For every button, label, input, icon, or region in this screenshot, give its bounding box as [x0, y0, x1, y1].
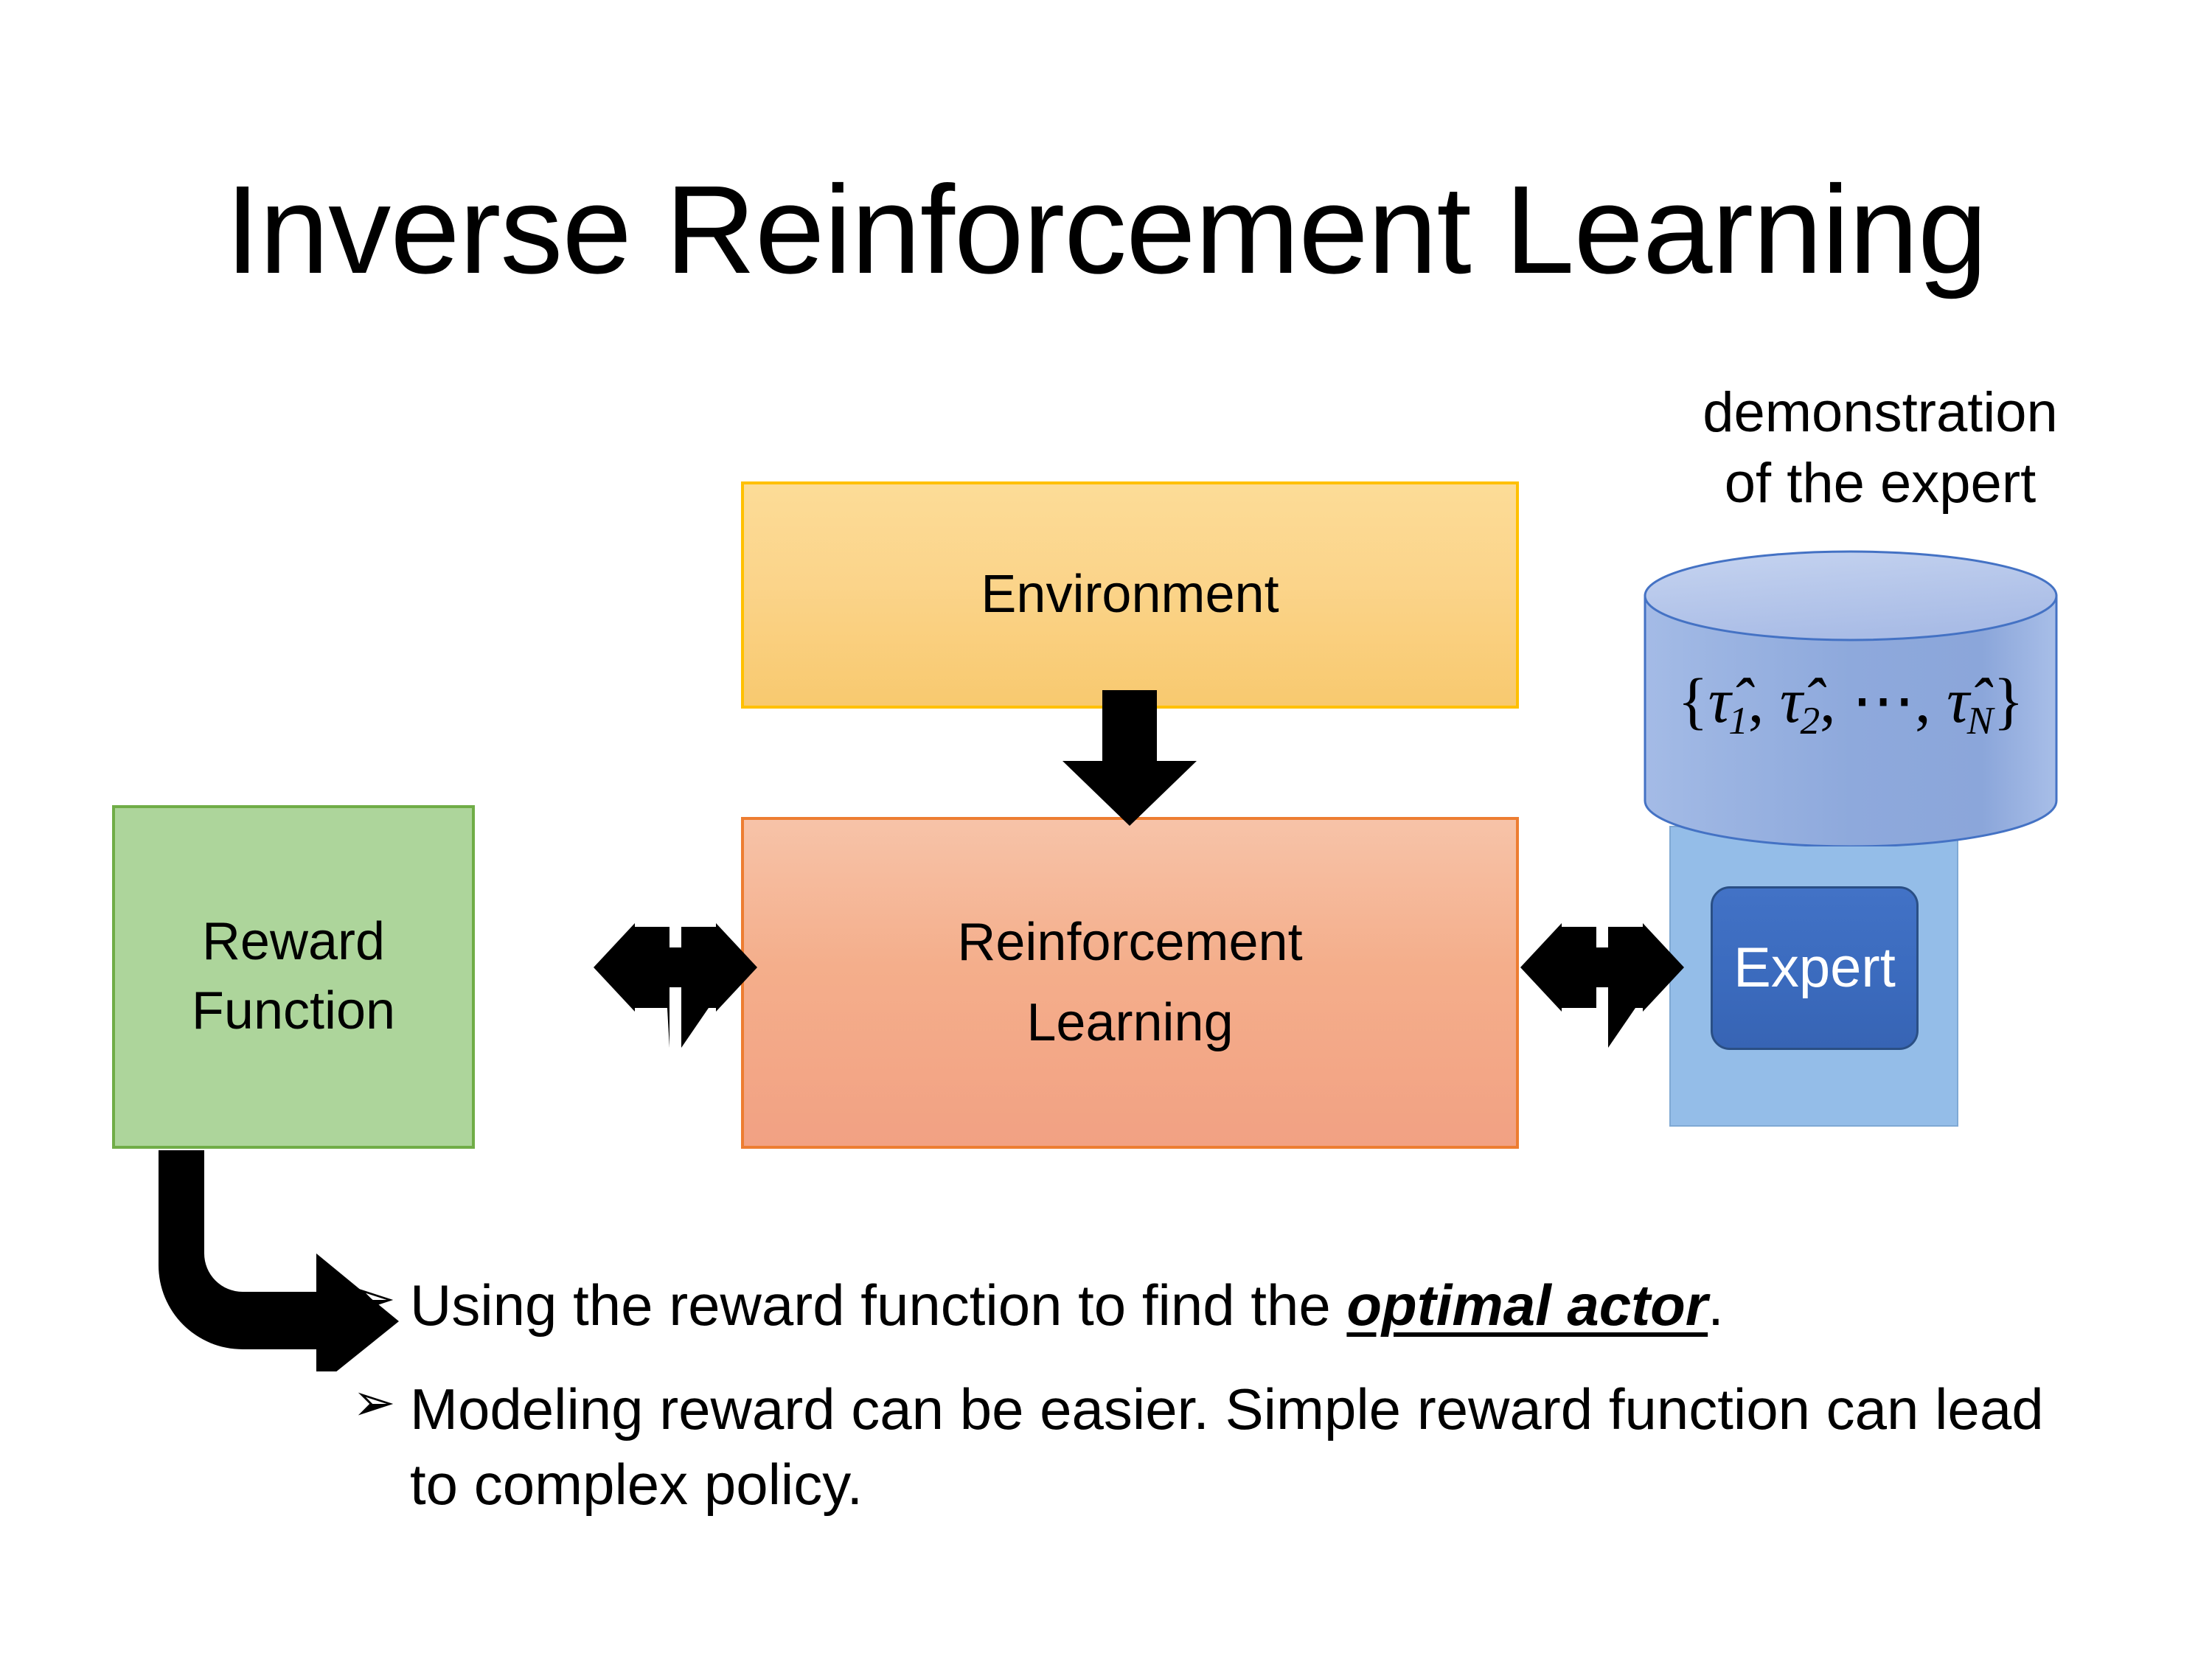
trajectory-set-formula: {τ̂1, τ̂2, ⋯, τ̂N}: [1644, 664, 2058, 743]
down-arrow-icon: [1062, 690, 1197, 826]
quad-arrow-icon-right: [1520, 887, 1684, 1048]
expert-box-label: Expert: [1733, 936, 1896, 999]
bullet-marker-icon: ➢: [352, 1270, 396, 1327]
list-item: ➢ Modeling reward can be easier. Simple …: [352, 1372, 2085, 1522]
comma-3: ,: [1915, 665, 1947, 736]
bullet-1-suffix: .: [1708, 1273, 1724, 1338]
bullet-marker-icon: ➢: [352, 1374, 396, 1432]
environment-box-label: Environment: [981, 565, 1279, 625]
reward-function-box[interactable]: Reward Function: [112, 805, 475, 1149]
tau-subscript-n: N: [1966, 698, 1994, 742]
page-title: Inverse Reinforcement Learning: [225, 160, 1987, 300]
reward-function-box-label: Reward Function: [191, 912, 396, 1040]
tau-subscript-1: 1: [1728, 698, 1748, 742]
tau-hat-n: τ̂: [1947, 665, 1969, 736]
demonstration-caption: demonstration of the expert: [1703, 381, 2058, 515]
bullet-1-prefix: Using the reward function to find the: [410, 1273, 1347, 1338]
environment-box[interactable]: Environment: [741, 481, 1519, 709]
bullet-1-emphasis: optimal actor: [1346, 1273, 1708, 1338]
quad-arrow-icon-left: [594, 887, 757, 1048]
brace-open: {: [1677, 665, 1708, 736]
bullet-list: ➢ Using the reward function to find the …: [352, 1268, 2085, 1551]
brace-close: }: [1993, 665, 2024, 736]
ellipsis: ⋯: [1851, 665, 1916, 736]
bullet-2-prefix: Modeling reward can be easier. Simple re…: [410, 1377, 2044, 1517]
reinforcement-learning-box-label: Reinforcement Learning: [957, 912, 1303, 1052]
comma-2: ,: [1820, 665, 1852, 736]
comma-1: ,: [1747, 665, 1780, 736]
bent-arrow-icon: [159, 1150, 399, 1371]
reinforcement-learning-box[interactable]: Reinforcement Learning: [741, 817, 1519, 1149]
database-cylinder-icon: [1644, 550, 2058, 846]
tau-subscript-2: 2: [1800, 698, 1820, 742]
bullet-text-2: Modeling reward can be easier. Simple re…: [410, 1372, 2085, 1522]
tau-hat-2: τ̂: [1779, 665, 1803, 736]
expert-box[interactable]: Expert: [1711, 886, 1919, 1050]
tau-hat-1: τ̂: [1708, 665, 1731, 736]
bullet-text-1: Using the reward function to find the op…: [410, 1268, 2085, 1343]
list-item: ➢ Using the reward function to find the …: [352, 1268, 2085, 1343]
